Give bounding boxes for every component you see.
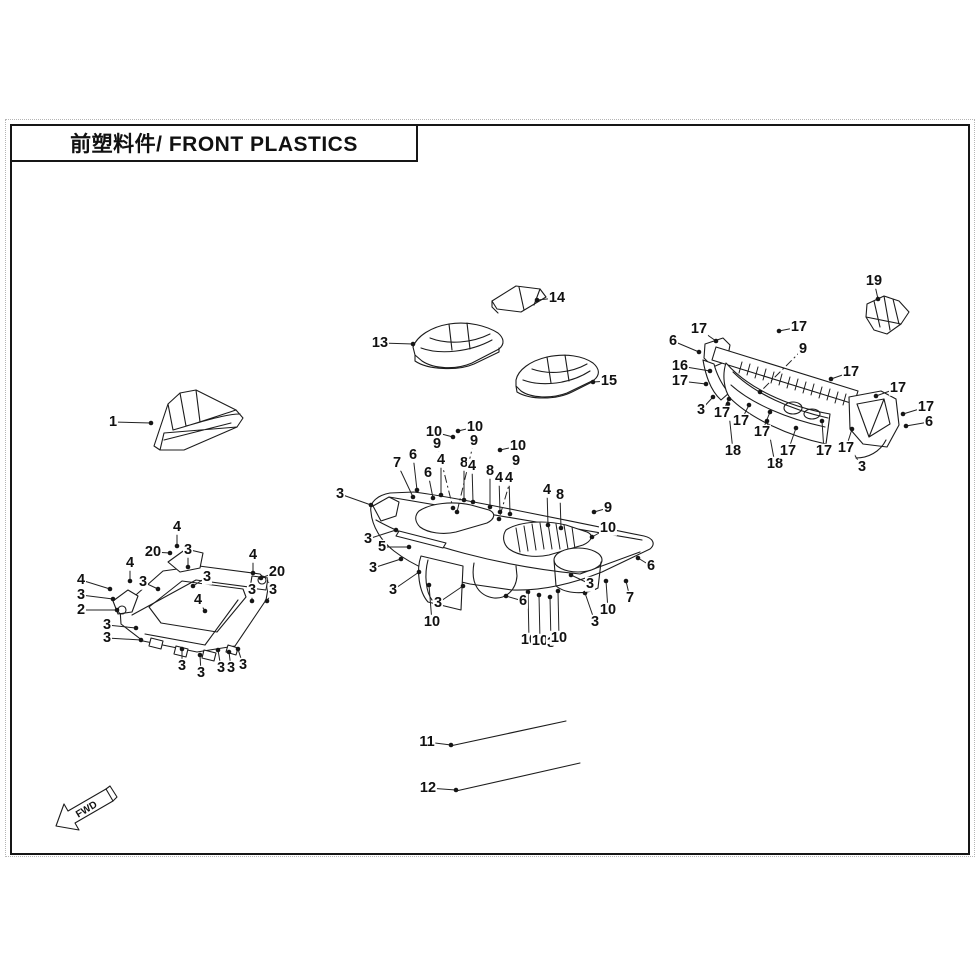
front-frame-assembly-drawing — [112, 548, 270, 662]
part-19-drawing — [865, 295, 910, 335]
center-console-assembly-drawing — [370, 491, 654, 611]
fwd-arrow: FWD — [55, 785, 118, 831]
part-15-drawing — [515, 354, 599, 399]
part-14-drawing — [491, 285, 547, 314]
part-12-drawing — [455, 762, 581, 792]
part-13-drawing — [412, 322, 504, 370]
part-11-drawing — [449, 720, 567, 747]
title-box: 前塑料件/ FRONT PLASTICS — [10, 124, 418, 162]
part-1-drawing — [153, 389, 244, 451]
page-title: 前塑料件/ FRONT PLASTICS — [70, 133, 358, 156]
dash-panel-assembly-drawing — [702, 337, 900, 459]
fwd-label: FWD — [74, 799, 99, 820]
